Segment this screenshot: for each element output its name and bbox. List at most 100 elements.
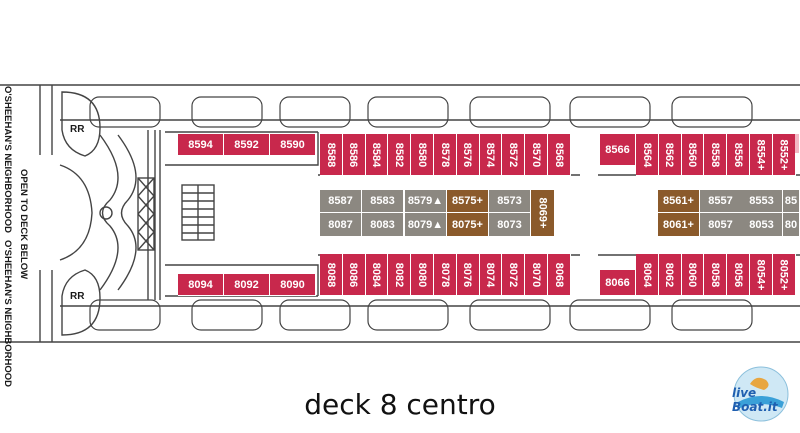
cabin-8070: 8070 <box>525 254 548 296</box>
cabin-8586: 8586 <box>342 134 366 176</box>
cabin-8590: 8590 <box>270 134 316 156</box>
cabin-8594: 8594 <box>178 134 224 156</box>
cabin-8079: 8079▲ <box>405 213 447 237</box>
cabin-number: 8558 <box>709 142 722 167</box>
cabin-number: 8080 <box>416 262 429 287</box>
cabin-8052: 8052+ <box>772 254 796 296</box>
cabin-number: 8066 <box>605 276 630 289</box>
cabin-number: 8060 <box>686 262 699 287</box>
cabin-number: 8580 <box>416 142 429 167</box>
cabin-80: 80 <box>783 213 800 237</box>
cabin-8558: 8558 <box>704 134 728 176</box>
cabin-number: 8086 <box>347 262 360 287</box>
cabin-8072: 8072 <box>502 254 526 296</box>
cabin-number: 8072 <box>507 262 520 287</box>
cabin-number: 8573 <box>497 195 522 207</box>
cabin-8075: 8075+ <box>447 213 489 237</box>
cabin-number: 8068 <box>552 262 565 287</box>
cabin-8088: 8088 <box>320 254 343 296</box>
cabin-number: 8575+ <box>452 195 483 207</box>
liveboat-logo: live Boat.it <box>722 364 800 424</box>
cabin-number: 8574 <box>484 142 497 167</box>
cabin-number: 80 <box>784 218 798 231</box>
cabin-8570: 8570 <box>525 134 548 176</box>
cabin-8588: 8588 <box>320 134 343 176</box>
cabin-number: 8058 <box>709 262 722 287</box>
cabin-number: 8552+ <box>777 139 790 170</box>
cabin-8090: 8090 <box>270 274 316 296</box>
cabin-number: 85 <box>784 195 798 207</box>
neighborhood-label-bottom: O'SHEEHAN'S NEIGHBORHOOD <box>2 240 13 388</box>
cabin-number: 8083 <box>370 218 395 231</box>
cabin-8087: 8087 <box>320 213 362 237</box>
lifeboats <box>89 96 753 331</box>
cabin-8054: 8054+ <box>750 254 773 296</box>
cabin-8584: 8584 <box>365 134 389 176</box>
cabin-number: 8587 <box>328 195 353 207</box>
cabin-8552: 8552+ <box>772 134 796 176</box>
open-to-deck-label: OPEN TO DECK BELOW <box>18 169 29 280</box>
cabin-8068: 8068 <box>548 254 571 296</box>
globe-icon <box>733 366 789 422</box>
cabin-number: 8087 <box>328 218 353 231</box>
cabin-number: 8561+ <box>663 195 694 207</box>
cabin-number: 8084 <box>370 262 383 287</box>
cabin-8564: 8564 <box>636 134 659 176</box>
cabin-number: 8074 <box>484 262 497 287</box>
cabin-number: 8092 <box>234 278 259 291</box>
cabin-8575: 8575+ <box>447 190 489 213</box>
cabin-number: 8075+ <box>452 218 483 231</box>
cabin-number: 8082 <box>393 262 406 287</box>
cabin-8084: 8084 <box>365 254 389 296</box>
cabin-8576: 8576 <box>456 134 480 176</box>
cabin-8080: 8080 <box>411 254 434 296</box>
cabin-8583: 8583 <box>362 190 404 213</box>
cabin-8574: 8574 <box>479 134 503 176</box>
cabin-number: 8564 <box>640 142 653 167</box>
cabin-8579: 8579▲ <box>405 190 447 213</box>
cabin-8580: 8580 <box>411 134 434 176</box>
cabin-8076: 8076 <box>456 254 480 296</box>
cabin-number: 8566 <box>605 143 630 156</box>
cabin-number: 8079▲ <box>407 218 444 231</box>
cabin-number: 8057 <box>708 218 733 231</box>
cabin-8094: 8094 <box>178 274 224 296</box>
cabin-number: 8556 <box>732 142 745 167</box>
cabin-8082: 8082 <box>388 254 412 296</box>
cabin-8058: 8058 <box>704 254 728 296</box>
cabin-8062: 8062 <box>658 254 682 296</box>
cabin-8566: 8566 <box>600 134 636 166</box>
cabin-8560: 8560 <box>681 134 705 176</box>
cabin-number: 8062 <box>663 262 676 287</box>
cabin-number: 8586 <box>347 142 360 167</box>
cabin-8073: 8073 <box>489 213 531 237</box>
cabin-number: 8056 <box>732 262 745 287</box>
cabin-number: 8583 <box>370 195 395 207</box>
restroom-label-top: RR <box>70 124 85 135</box>
cabin-partial <box>795 134 800 154</box>
cabin-number: 8590 <box>280 138 305 151</box>
cabin-number: 8054+ <box>754 259 767 290</box>
cabin-8582: 8582 <box>388 134 412 176</box>
cabin-number: 8061+ <box>663 218 694 231</box>
neighborhood-label-top: O'SHEEHAN'S NEIGHBORHOOD <box>2 86 13 234</box>
cabin-8078: 8078 <box>434 254 457 296</box>
cabin-number: 8064 <box>640 262 653 287</box>
cabin-number: 8554+ <box>754 139 767 170</box>
cabin-number: 8562 <box>663 142 676 167</box>
cabin-number: 8069+ <box>536 197 549 229</box>
cabin-8074: 8074 <box>479 254 503 296</box>
cabin-8092: 8092 <box>224 274 270 296</box>
deck-caption: deck 8 centro <box>304 388 496 421</box>
cabin-8069: 8069+ <box>531 190 555 237</box>
cabin-number: 8594 <box>188 138 213 151</box>
cabin-number: 8584 <box>370 142 383 167</box>
cabin-number: 8588 <box>324 142 337 167</box>
cabin-8064: 8064 <box>636 254 659 296</box>
cabin-8061: 8061+ <box>658 213 700 237</box>
cabin-8553: 8553 <box>741 190 783 213</box>
cabin-number: 8070 <box>530 262 543 287</box>
restroom-label-bottom: RR <box>70 291 85 302</box>
cabin-8573: 8573 <box>489 190 531 213</box>
logo-text: live Boat.it <box>732 386 778 414</box>
